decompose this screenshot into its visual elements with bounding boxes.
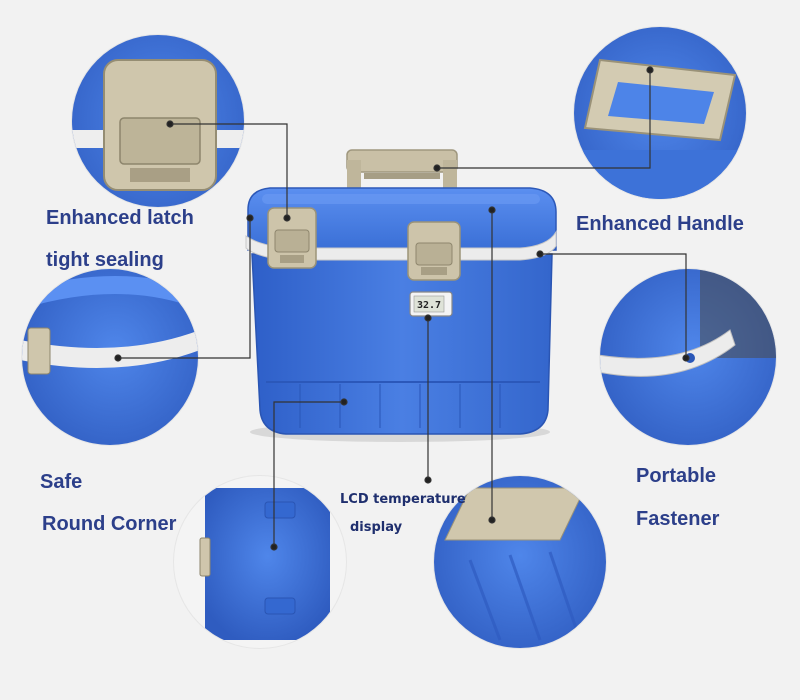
connector-lines [114, 66, 690, 551]
lcd-readout-text: 32.7 [417, 300, 441, 311]
fastener-label-line1: Portable [636, 465, 717, 487]
zoom-circle-bottom [173, 475, 347, 649]
latch-left-graphic [267, 207, 317, 269]
latch-right-graphic [407, 221, 461, 281]
handle-label: Enhanced Handle [576, 213, 744, 235]
latch-label-line2: tight sealing [46, 249, 164, 271]
zoom-circle-corner [21, 268, 199, 446]
lcd-label-line2: display [350, 520, 403, 535]
zoom-circle-handle [573, 26, 747, 200]
zoom-circle-fastener [599, 268, 777, 446]
zoom-circle-lid [433, 475, 607, 649]
corner-label-line2: Round Corner [42, 513, 177, 535]
corner-label-line1: Safe [40, 471, 83, 493]
fastener-label-line2: Fastener [636, 508, 720, 530]
latch-label-line1: Enhanced latch [46, 207, 194, 229]
cooler-main [245, 149, 557, 442]
lcd-display-graphic [409, 291, 453, 317]
lcd-label-line1: LCD temperature [340, 492, 466, 507]
zoom-circle-latch [71, 34, 245, 208]
